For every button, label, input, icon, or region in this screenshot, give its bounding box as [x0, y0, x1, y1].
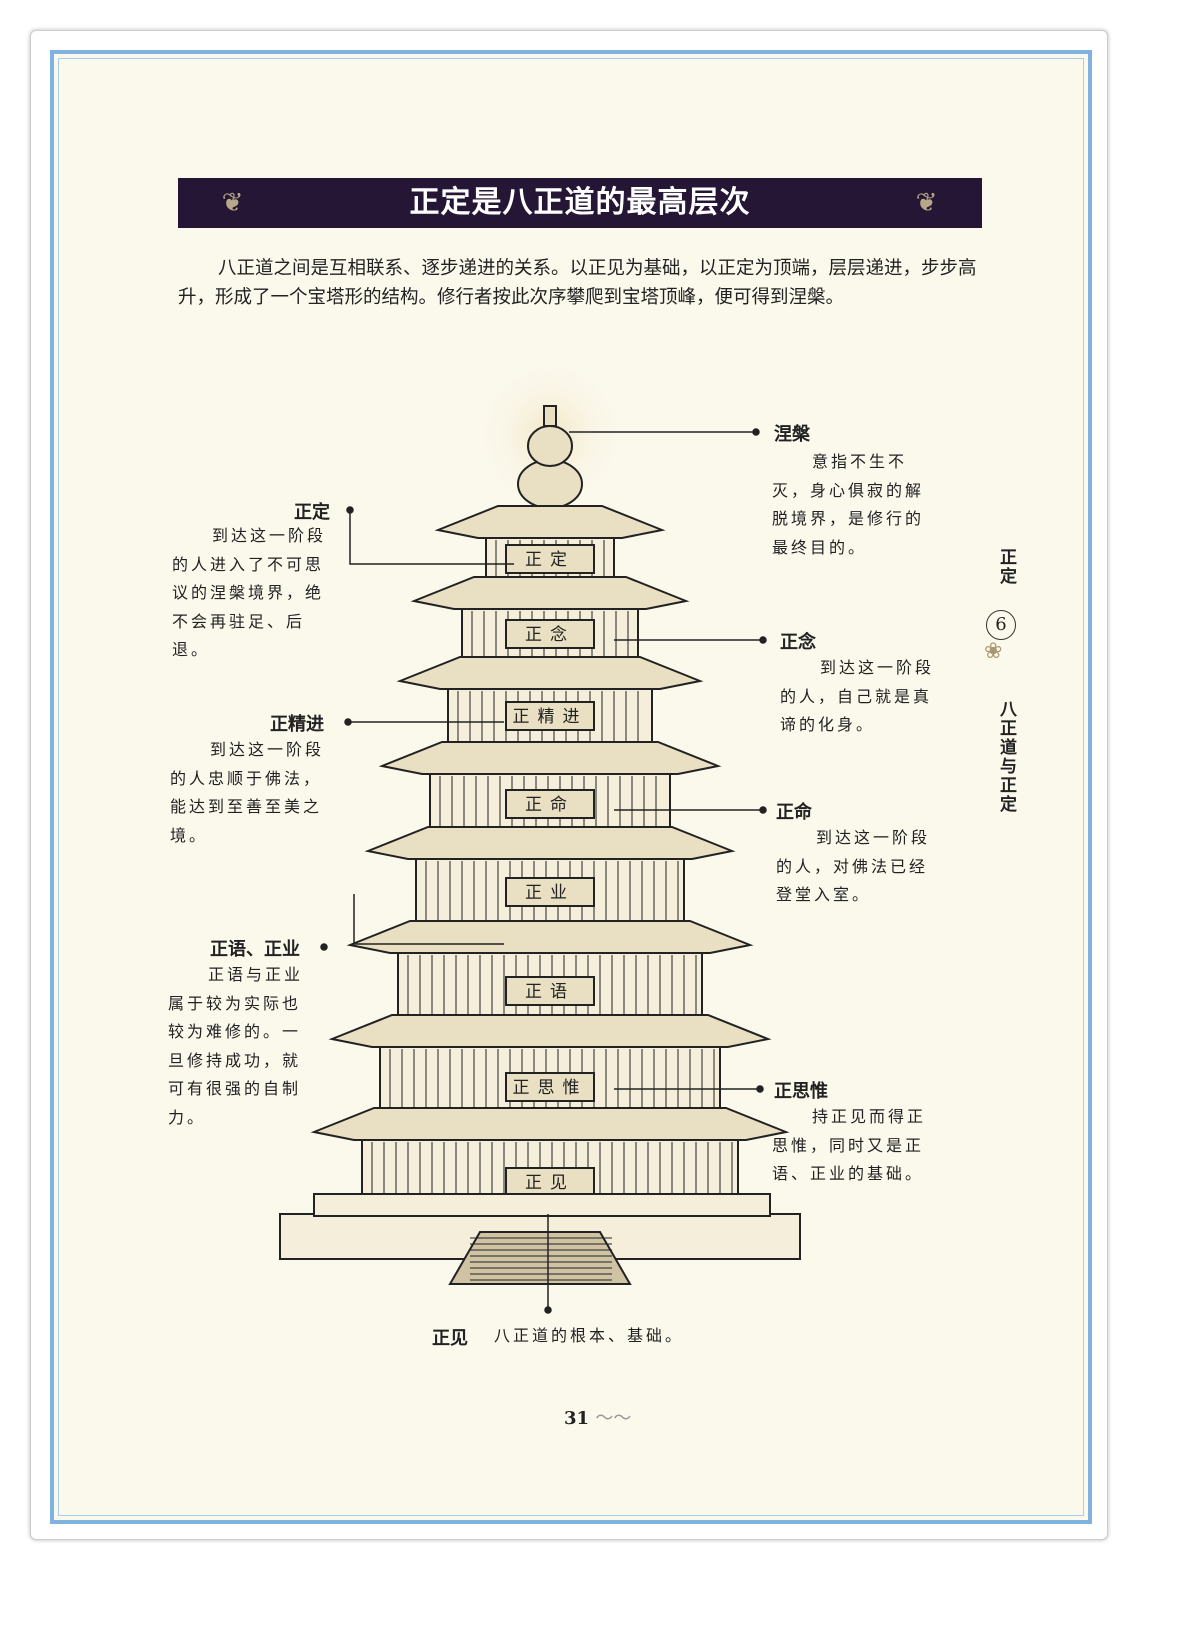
- pagoda-plaque: [505, 877, 595, 907]
- pagoda-plaque: [505, 619, 595, 649]
- pagoda-plaque: [505, 976, 595, 1006]
- pagoda-roof: [364, 826, 736, 860]
- desc-zhengyu-zhengye: 正语与正业属于较为实际也较为难修的。一旦修持成功，就可有很强的自制力。: [168, 965, 304, 1127]
- label-zhengding: 正定: [294, 502, 330, 523]
- pagoda-roof: [310, 1107, 790, 1141]
- plaque-text: 正定: [525, 550, 575, 570]
- label-zhengjian: 正见: [432, 1328, 468, 1349]
- pagoda-stairs: [448, 1231, 632, 1285]
- pagoda-roof: [410, 576, 690, 610]
- label-zhengsiwei: 正思惟: [774, 1081, 828, 1102]
- pagoda-plaque: [505, 1072, 595, 1102]
- tree-ornament-icon: ❦: [221, 188, 245, 218]
- flower-ornament-icon: ❀: [984, 639, 1003, 664]
- label-zhengnian: 正念: [780, 632, 816, 653]
- plaque-text: 正业: [525, 883, 575, 903]
- desc-zhengnian: 到达这一阶段的人，自己就是真谛的化身。: [780, 658, 935, 734]
- label-zhengyu-zhengye: 正语、正业: [210, 939, 300, 960]
- title-banner: ❦ 正定是八正道的最高层次 ❦: [178, 178, 982, 228]
- pagoda-plaque: [505, 701, 595, 731]
- label-nirvana: 涅槃: [774, 424, 810, 445]
- desc-zhengding: 到达这一阶段的人进入了不可思议的涅槃境界，绝不会再驻足、后退。: [172, 526, 327, 659]
- plaque-text: 正精进: [513, 707, 588, 727]
- pagoda-roof: [328, 1014, 772, 1048]
- pagoda-roof: [378, 741, 722, 775]
- pagoda-roof: [346, 920, 754, 954]
- pagoda-plaque: [505, 789, 595, 819]
- pagoda-plaque: [505, 1167, 595, 1197]
- pagoda-detail: [543, 405, 557, 427]
- label-zhengming: 正命: [776, 802, 812, 823]
- pagoda-detail: [527, 425, 573, 467]
- pagoda-detail: [313, 1193, 771, 1217]
- pagoda-roof: [396, 656, 704, 690]
- page-title: 正定是八正道的最高层次: [409, 185, 751, 220]
- side-tab-section: 正定: [996, 548, 1016, 586]
- plaque-text: 正语: [525, 982, 575, 1002]
- page-number: 31 〜〜: [564, 1404, 631, 1430]
- tree-ornament-icon: ❦: [915, 188, 939, 218]
- chapter-number: 6: [986, 610, 1016, 640]
- page-number-text: 31: [564, 1408, 590, 1429]
- cloud-ornament-icon: 〜〜: [595, 1408, 632, 1429]
- book-page: ❦ 正定是八正道的最高层次 ❦ 八正道之间是互相联系、逐步递进的关系。以正见为基…: [50, 50, 1092, 1524]
- label-zhengjingjin: 正精进: [270, 714, 324, 735]
- pagoda-roof: [434, 505, 666, 539]
- desc-zhengjian: 八正道的根本、基础。: [494, 1326, 685, 1345]
- pagoda-plaque: [505, 544, 595, 574]
- desc-zhengming: 到达这一阶段的人，对佛法已经登堂入室。: [776, 828, 931, 904]
- intro-paragraph: 八正道之间是互相联系、逐步递进的关系。以正见为基础，以正定为顶端，层层递进，步步…: [178, 258, 977, 308]
- plaque-text: 正念: [525, 624, 575, 645]
- side-tab-chapter: 八正道与正定: [996, 700, 1016, 814]
- desc-zhengsiwei: 持正见而得正思惟，同时又是正语、正业的基础。: [772, 1107, 927, 1183]
- desc-nirvana: 意指不生不灭，身心俱寂的解脱境界，是修行的最终目的。: [772, 452, 925, 557]
- plaque-text: 正思惟: [513, 1078, 588, 1098]
- plaque-text: 正见: [525, 1173, 575, 1193]
- desc-zhengjingjin: 到达这一阶段的人忠顺于佛法，能达到至善至美之境。: [170, 740, 325, 845]
- gourd-finial: [517, 459, 583, 509]
- plaque-text: 正命: [525, 795, 575, 815]
